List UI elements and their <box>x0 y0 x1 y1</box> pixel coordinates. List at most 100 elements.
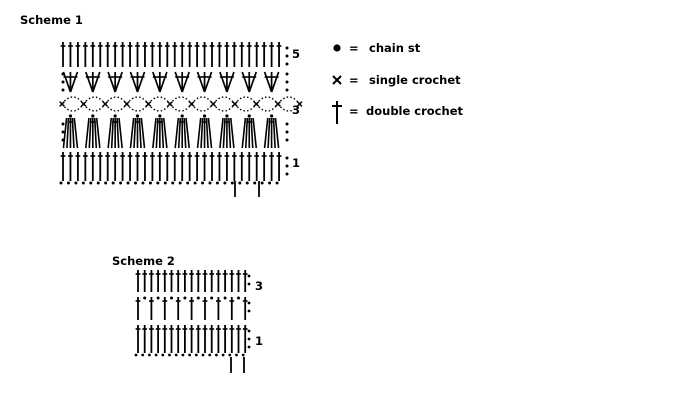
scheme-2-row-label-3: 3 <box>255 279 263 293</box>
chain-stitch <box>156 296 160 300</box>
chain-arc <box>83 96 106 105</box>
double-crochet-stitch <box>97 42 103 67</box>
double-crochet-stitch <box>105 152 111 181</box>
double-crochet-stitch <box>164 152 170 181</box>
chain-stitch <box>285 88 289 92</box>
legend: = chain st = single crochet = double cro… <box>332 41 463 124</box>
double-crochet-stitch <box>157 42 163 67</box>
chain-stitch <box>275 181 279 185</box>
double-crochet-stitch <box>229 270 235 292</box>
double-crochet-stitch <box>127 152 133 181</box>
double-crochet-stitch <box>112 152 118 181</box>
double-crochet-stitch <box>90 42 96 67</box>
single-crochet-icon <box>332 75 342 85</box>
double-crochet-stitch <box>60 152 66 181</box>
scheme-1-row-label-3: 3 <box>292 103 300 117</box>
double-crochet-stitch <box>149 297 154 320</box>
chain-stitch <box>134 353 138 357</box>
double-crochet-stitch <box>162 325 168 353</box>
chain-stitch <box>223 181 227 185</box>
double-crochet-stitch <box>127 42 133 67</box>
chain-stitch <box>247 329 251 333</box>
double-crochet-stitch <box>82 152 88 181</box>
double-crochet-stitch <box>276 42 282 67</box>
double-crochet-stitch <box>162 297 168 320</box>
double-crochet-stitch <box>217 152 222 181</box>
double-crochet-stitch <box>209 325 215 353</box>
double-crochet-stitch <box>112 42 118 67</box>
chain-stitch <box>247 114 251 118</box>
double-crochet-stitch <box>164 42 170 67</box>
double-crochet-stitch <box>120 42 125 67</box>
chain-stitch <box>208 181 212 185</box>
chain-stitch <box>89 181 93 185</box>
scheme-1-row-5 <box>60 42 289 67</box>
chain-stitch <box>247 345 251 349</box>
chain-stitch <box>134 181 137 185</box>
chain-arc <box>126 103 149 112</box>
chain-stitch <box>66 181 70 185</box>
double-crochet-stitch <box>216 325 221 353</box>
chain-stitch <box>241 353 245 357</box>
dc-cluster <box>219 71 235 93</box>
legend-double-item: = double crochet <box>332 101 463 124</box>
chain-stitch <box>221 353 225 357</box>
dc-fan <box>62 114 79 149</box>
single-crochet-stitch <box>145 101 152 107</box>
chain-stitch <box>68 114 73 118</box>
chain-stitch <box>196 296 200 300</box>
chain-stitch <box>285 156 289 160</box>
double-crochet-stitch <box>269 152 274 181</box>
double-crochet-stitch <box>179 152 185 181</box>
double-crochet-stitch <box>195 270 201 292</box>
chain-stitch <box>181 353 185 357</box>
chain-stitch <box>61 130 65 134</box>
double-crochet-stitch <box>222 270 228 292</box>
double-crochet-stitch <box>216 270 221 292</box>
legend-double-label: double crochet <box>366 104 463 118</box>
chain-arc <box>61 103 85 112</box>
chain-arc <box>104 96 128 105</box>
chain-arc <box>126 96 149 105</box>
chain-stitch <box>247 337 251 341</box>
legend-chain-label: chain st <box>369 41 421 55</box>
chain-stitch <box>285 138 289 142</box>
double-crochet-stitch <box>155 270 161 292</box>
dc-fan <box>196 114 213 149</box>
single-crochet-stitch <box>188 101 195 107</box>
chain-stitch <box>238 181 242 185</box>
double-crochet-stitch <box>231 42 237 67</box>
chain-stitch <box>104 181 108 185</box>
scheme-2-row-label-1: 1 <box>255 334 263 348</box>
chain-stitch <box>96 181 100 185</box>
scheme-1-row-label-1: 1 <box>292 156 300 170</box>
chain-stitch <box>183 296 187 300</box>
dc-fan <box>85 114 101 149</box>
double-crochet-stitch <box>222 325 228 353</box>
double-crochet-stitch <box>142 42 148 67</box>
chain-stitch <box>180 114 184 118</box>
double-crochet-stitch <box>236 270 241 292</box>
scheme-1-row-2 <box>61 114 289 149</box>
chain-stitch <box>201 353 205 357</box>
double-crochet-stitch <box>229 297 235 320</box>
double-crochet-stitch <box>155 325 161 353</box>
double-crochet-stitch <box>189 325 194 353</box>
double-crochet-stitch <box>246 152 252 181</box>
chain-stitch <box>194 353 198 357</box>
double-crochet-stitch <box>202 152 207 181</box>
chain-stitch <box>270 114 274 118</box>
chain-stitch <box>285 72 289 76</box>
double-crochet-stitch <box>175 270 181 292</box>
dc-fan <box>263 114 280 149</box>
double-crochet-stitch <box>68 42 73 67</box>
dc-fan <box>129 114 146 149</box>
chain-stitch <box>154 353 158 357</box>
chain-stitch <box>61 80 65 84</box>
chain-stitch <box>141 181 145 185</box>
legend-double-equals: = <box>349 104 359 118</box>
double-crochet-stitch <box>209 270 215 292</box>
double-crochet-stitch <box>172 152 178 181</box>
chain-stitch <box>285 80 289 84</box>
single-crochet-stitch <box>167 101 173 107</box>
